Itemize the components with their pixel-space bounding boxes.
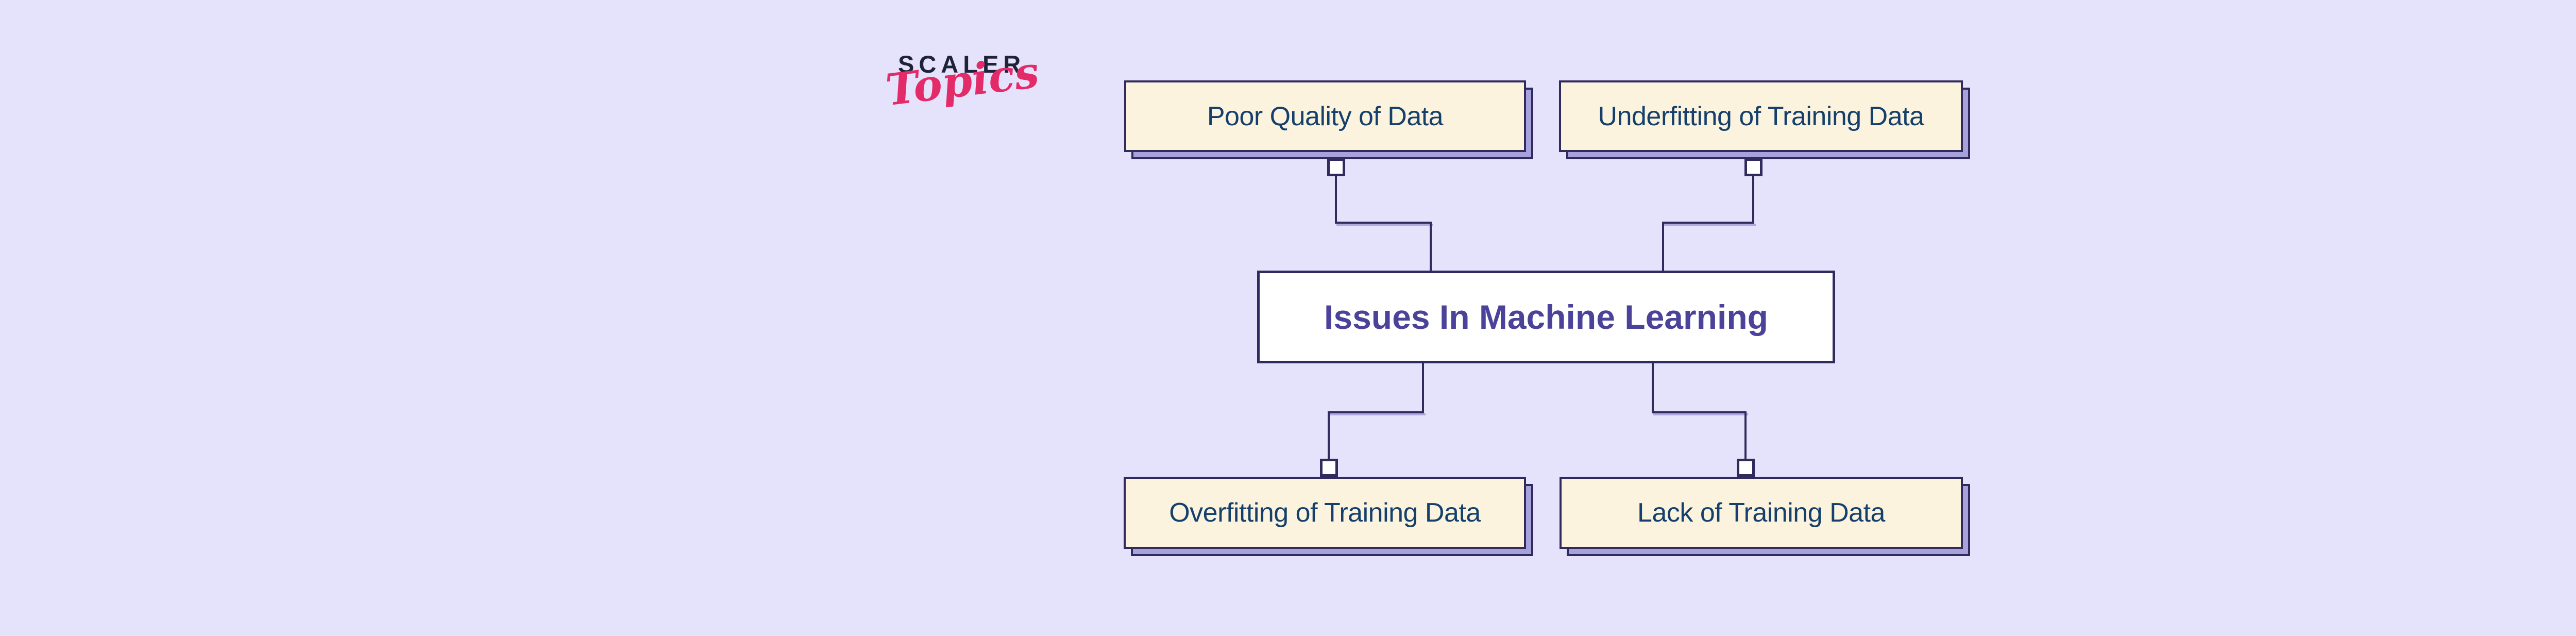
connector-line <box>1662 222 1754 224</box>
node-overfitting-of-training-data: Overfitting of Training Data <box>1124 477 1526 549</box>
connector-anchor-square <box>1737 459 1755 477</box>
connector-line <box>1335 175 1337 224</box>
node-poor-quality-of-data: Poor Quality of Data <box>1124 80 1526 152</box>
connector-line <box>1752 175 1754 224</box>
logo-brand-text: SCALER <box>898 51 1026 78</box>
connector-line <box>1652 411 1747 413</box>
node-label: Underfitting of Training Data <box>1598 101 1924 131</box>
connector-line <box>1335 222 1432 224</box>
connector-line <box>1430 222 1432 272</box>
connector-line <box>1422 362 1424 413</box>
node-label: Issues In Machine Learning <box>1324 298 1768 336</box>
connector-anchor-square <box>1327 158 1345 176</box>
connector-anchor-square <box>1320 459 1338 477</box>
node-lack-of-training-data: Lack of Training Data <box>1560 477 1963 549</box>
connector-line <box>1328 411 1424 413</box>
node-label: Lack of Training Data <box>1637 498 1885 528</box>
node-issues-in-machine-learning: Issues In Machine Learning <box>1257 271 1835 363</box>
connector-line <box>1744 411 1747 460</box>
connector-line <box>1652 362 1654 413</box>
connector-line <box>1662 222 1664 272</box>
scaler-topics-logo: SCALER Topics <box>876 46 1042 150</box>
connector-line <box>1328 411 1330 460</box>
connector-anchor-square <box>1744 158 1762 176</box>
node-label: Poor Quality of Data <box>1207 101 1444 131</box>
node-underfitting-of-training-data: Underfitting of Training Data <box>1559 80 1963 152</box>
node-label: Overfitting of Training Data <box>1169 498 1481 528</box>
